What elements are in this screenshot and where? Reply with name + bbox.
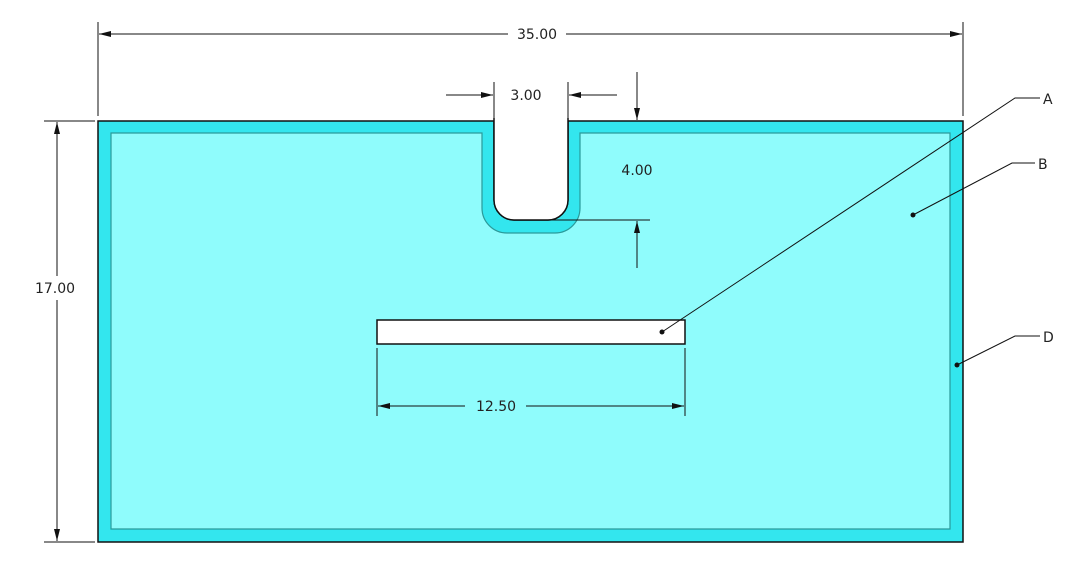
dimension-notch-depth: 4.00 [548, 72, 653, 268]
dimension-label: 17.00 [35, 281, 75, 297]
slot-cut [376, 319, 686, 345]
svg-text:B: B [1038, 157, 1048, 173]
dimension-label: 3.00 [510, 88, 541, 104]
svg-text:A: A [1043, 92, 1053, 108]
callout-d: D [954, 330, 1054, 368]
callout-b: B [910, 157, 1048, 218]
dimension-label: 35.00 [517, 27, 557, 43]
dimension-label: 4.00 [621, 163, 652, 179]
notch-cut [493, 118, 569, 221]
dimension-overall-height: 17.00 [35, 120, 95, 543]
callout-a: A [659, 92, 1053, 335]
dimension-notch-width: 3.00 [446, 82, 617, 118]
svg-text:D: D [1043, 330, 1054, 346]
dimension-overall-width: 35.00 [97, 22, 964, 116]
dimension-label: 12.50 [476, 399, 516, 415]
dimension-slot-length: 12.50 [376, 348, 686, 416]
